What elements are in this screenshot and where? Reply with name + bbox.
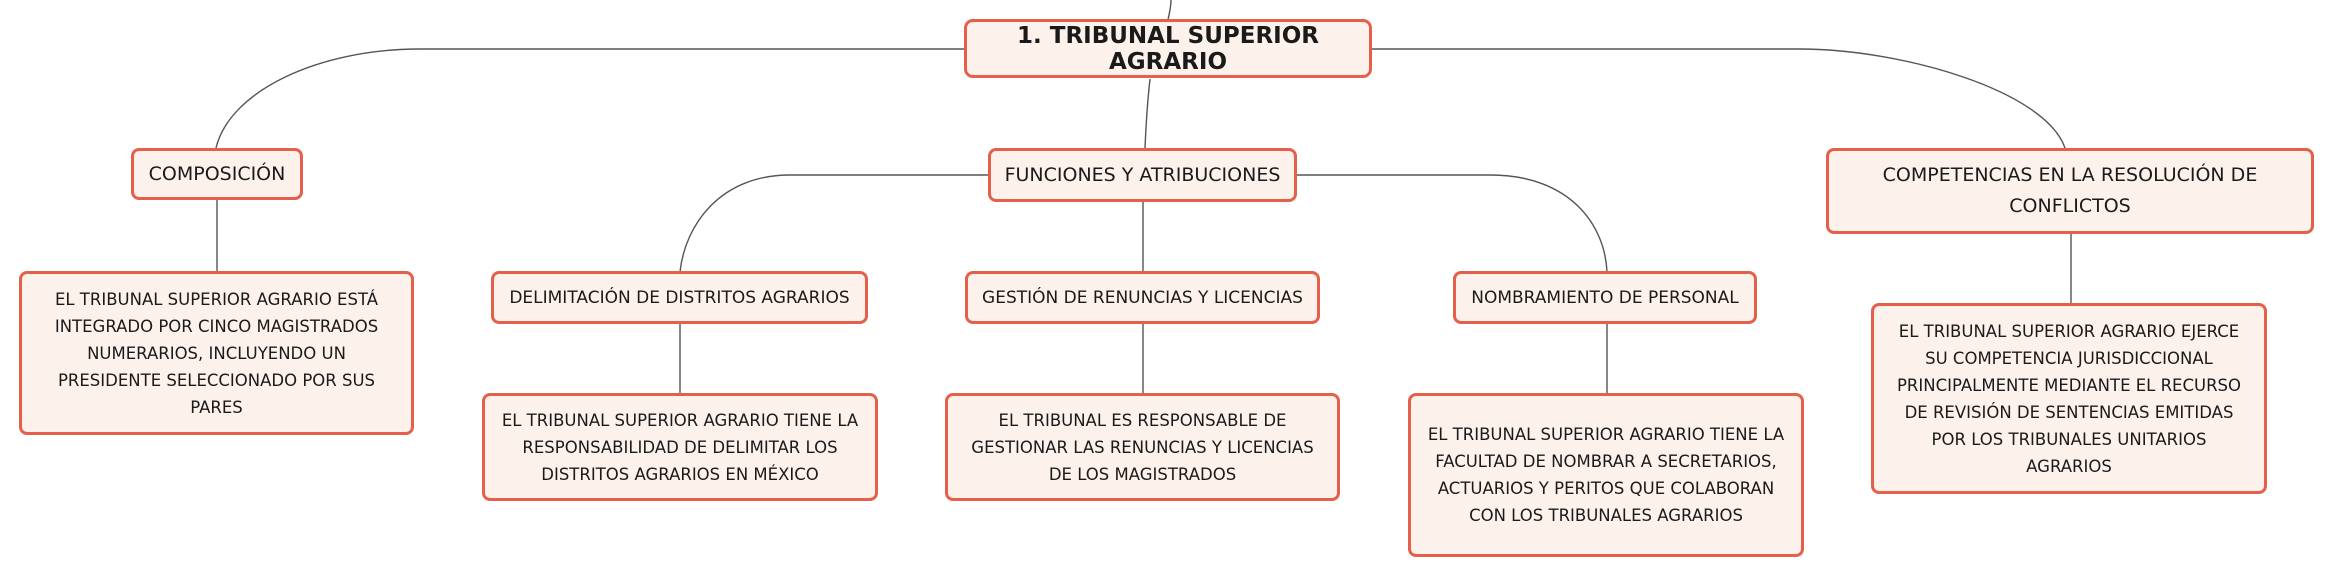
root-node[interactable]: 1. TRIBUNAL SUPERIOR AGRARIO — [964, 19, 1372, 78]
connector-funciones-nombramiento — [1297, 174, 1608, 273]
connector-root-composicion — [215, 48, 964, 149]
nombramiento-node[interactable]: NOMBRAMIENTO DE PERSONAL — [1453, 271, 1757, 324]
nombramiento-detail-text: EL TRIBUNAL SUPERIOR AGRARIO TIENE LA FA… — [1427, 425, 1785, 525]
funciones-label: FUNCIONES Y ATRIBUCIONES — [1004, 163, 1281, 186]
connector-incoming — [1167, 0, 1172, 21]
gestion-node[interactable]: GESTIÓN DE RENUNCIAS Y LICENCIAS — [965, 271, 1320, 324]
connector-funciones-delimitacion — [679, 174, 988, 273]
competencias-detail-node[interactable]: EL TRIBUNAL SUPERIOR AGRARIO EJERCE SU C… — [1871, 303, 2267, 494]
competencias-detail-text: EL TRIBUNAL SUPERIOR AGRARIO EJERCE SU C… — [1896, 321, 2242, 476]
gestion-label: GESTIÓN DE RENUNCIAS Y LICENCIAS — [982, 287, 1303, 308]
composicion-detail-text: EL TRIBUNAL SUPERIOR AGRARIO ESTÁ INTEGR… — [54, 289, 379, 417]
funciones-node[interactable]: FUNCIONES Y ATRIBUCIONES — [988, 148, 1297, 202]
connector-root-funciones — [1144, 78, 1151, 149]
competencias-label: COMPETENCIAS EN LA RESOLUCIÓN DE CONFLIC… — [1882, 164, 2258, 217]
delimitacion-detail-text: EL TRIBUNAL SUPERIOR AGRARIO TIENE LA RE… — [501, 410, 859, 484]
gestion-detail-node[interactable]: EL TRIBUNAL ES RESPONSABLE DE GESTIONAR … — [945, 393, 1340, 501]
delimitacion-detail-node[interactable]: EL TRIBUNAL SUPERIOR AGRARIO TIENE LA RE… — [482, 393, 878, 501]
nombramiento-detail-node[interactable]: EL TRIBUNAL SUPERIOR AGRARIO TIENE LA FA… — [1408, 393, 1804, 557]
composicion-label: COMPOSICIÓN — [148, 162, 286, 185]
gestion-detail-text: EL TRIBUNAL ES RESPONSABLE DE GESTIONAR … — [971, 410, 1314, 484]
delimitacion-node[interactable]: DELIMITACIÓN DE DISTRITOS AGRARIOS — [491, 271, 868, 324]
composicion-detail-node[interactable]: EL TRIBUNAL SUPERIOR AGRARIO ESTÁ INTEGR… — [19, 271, 414, 435]
composicion-node[interactable]: COMPOSICIÓN — [131, 148, 303, 200]
competencias-node[interactable]: COMPETENCIAS EN LA RESOLUCIÓN DE CONFLIC… — [1826, 148, 2314, 234]
nombramiento-label: NOMBRAMIENTO DE PERSONAL — [1471, 287, 1739, 308]
delimitacion-label: DELIMITACIÓN DE DISTRITOS AGRARIOS — [509, 287, 850, 308]
root-label: 1. TRIBUNAL SUPERIOR AGRARIO — [1017, 22, 1319, 75]
connector-root-competencias — [1372, 48, 2066, 149]
